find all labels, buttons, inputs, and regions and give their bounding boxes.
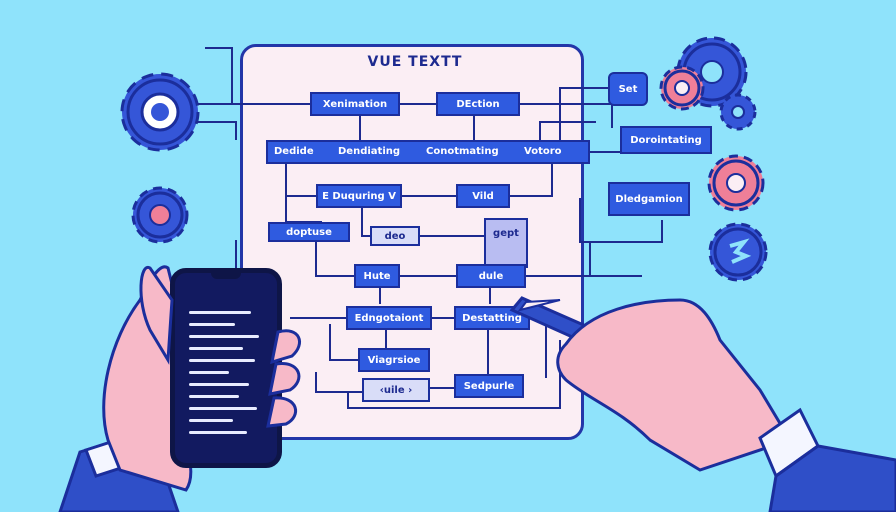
node-dection: DEction <box>436 92 520 116</box>
phone <box>170 268 282 468</box>
gear-icon <box>707 154 765 212</box>
phone-text-line <box>189 335 259 338</box>
node-sedpurle: Sedpurle <box>454 374 524 398</box>
right-hand <box>556 298 793 472</box>
node-doptuse: doptuse <box>268 222 350 242</box>
node-vild: Vild <box>456 184 510 208</box>
right-sleeve <box>768 444 896 512</box>
finger <box>266 396 298 428</box>
phone-text-line <box>189 359 255 362</box>
gear-icon <box>131 186 189 244</box>
phone-text-line <box>189 419 233 422</box>
process-band: Dedide Dendiating Conotmating Votoro <box>266 140 590 164</box>
finger <box>270 329 302 365</box>
finger <box>268 362 301 396</box>
phone-text-line <box>189 323 235 326</box>
node-dorointating: Dorointating <box>620 126 712 154</box>
node-gept: gept <box>484 218 528 268</box>
gear-icon <box>708 222 768 282</box>
phone-text-line <box>189 347 243 350</box>
node-dule: dule <box>456 264 526 288</box>
phone-text-line <box>189 407 257 410</box>
node-deo: deo <box>370 226 420 246</box>
node-edngotaiont: Edngotaiont <box>346 306 432 330</box>
node-e-duquring: E Duquring V <box>316 184 402 208</box>
phone-text-line <box>189 383 249 386</box>
gear-icon <box>719 93 757 131</box>
phone-text-line <box>189 431 247 434</box>
band-label-conotmating: Conotmating <box>426 146 499 157</box>
node-xenimation: Xenimation <box>310 92 400 116</box>
phone-text-line <box>189 311 251 314</box>
node-viagrsioe: Viagrsioe <box>358 348 430 372</box>
node-uile: ‹uile › <box>362 378 430 402</box>
gear-icon <box>659 65 705 111</box>
phone-notch <box>211 271 241 279</box>
thumb <box>139 265 174 365</box>
band-label-votoro: Votoro <box>524 146 562 157</box>
band-label-dendiating: Dendiating <box>338 146 401 157</box>
phone-text-line <box>189 371 229 374</box>
node-dledgamion: Dledgamion <box>608 182 690 216</box>
diagram-title: VUE TEXTT <box>367 54 463 70</box>
node-set: Set <box>608 72 648 106</box>
gear-icon <box>120 72 200 152</box>
band-label-dedide: Dedide <box>274 146 314 157</box>
node-hute: Hute <box>354 264 400 288</box>
phone-text-line <box>189 395 239 398</box>
